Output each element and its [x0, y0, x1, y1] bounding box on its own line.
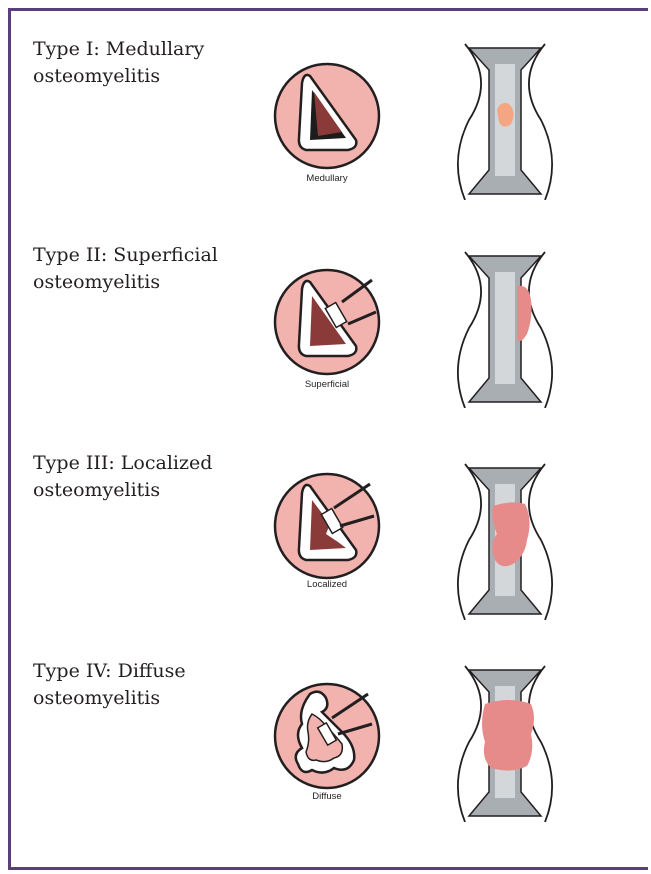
- cross-section-caption: Localized: [272, 579, 382, 590]
- type-label: Type II: Superficial osteomyelitis: [33, 242, 233, 296]
- type-label: Type IV: Diffuse osteomyelitis: [33, 658, 233, 712]
- type-title: Type I: Medullary: [33, 36, 233, 63]
- row-type-i: Type I: Medullary osteomyelitis Medullar…: [0, 36, 651, 246]
- diffuse-long-bone: [455, 662, 555, 822]
- row-type-iv: Type IV: Diffuse osteomyelitis Diffuse: [0, 658, 651, 868]
- medullary-long-bone: [455, 40, 555, 200]
- type-name: osteomyelitis: [33, 477, 233, 504]
- cross-section-caption: Superficial: [272, 379, 382, 390]
- type-title: Type III: Localized: [33, 450, 233, 477]
- type-name: osteomyelitis: [33, 63, 233, 90]
- diffuse-cross-section: Diffuse: [272, 668, 382, 818]
- type-label: Type I: Medullary osteomyelitis: [33, 36, 233, 90]
- superficial-long-bone: [455, 248, 555, 408]
- cross-section-caption: Diffuse: [272, 791, 382, 802]
- row-type-ii: Type II: Superficial osteomyelitis Super…: [0, 242, 651, 452]
- localized-cross-section: Localized: [272, 458, 382, 608]
- medullary-cross-section: Medullary: [272, 48, 382, 198]
- row-type-iii: Type III: Localized osteomyelitis Locali…: [0, 450, 651, 660]
- type-title: Type IV: Diffuse: [33, 658, 233, 685]
- localized-long-bone: [455, 460, 555, 620]
- type-label: Type III: Localized osteomyelitis: [33, 450, 233, 504]
- type-title: Type II: Superficial: [33, 242, 233, 269]
- type-name: osteomyelitis: [33, 685, 233, 712]
- superficial-cross-section: Superficial: [272, 254, 382, 404]
- type-name: osteomyelitis: [33, 269, 233, 296]
- cross-section-caption: Medullary: [272, 173, 382, 184]
